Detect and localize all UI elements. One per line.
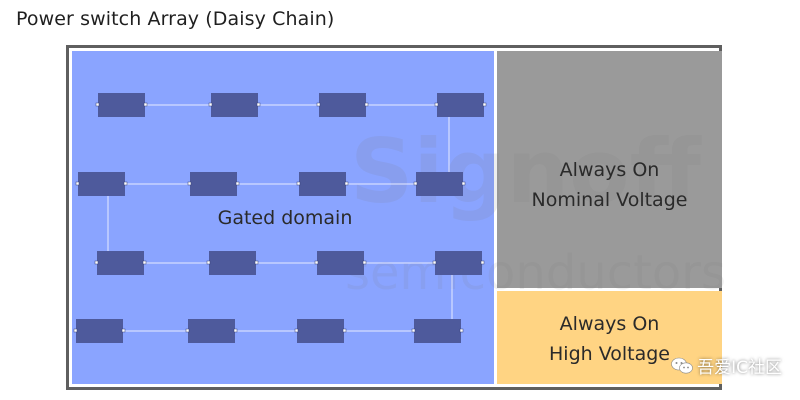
- switch-pin-in: [411, 328, 416, 333]
- power-switch-cell: [435, 251, 482, 275]
- switch-pin-out: [142, 260, 147, 265]
- switch-pin-in: [95, 102, 100, 107]
- power-switch-cell: [299, 172, 346, 196]
- switch-pin-in: [316, 102, 321, 107]
- power-switch-cell: [190, 172, 237, 196]
- switch-pin-out: [480, 260, 485, 265]
- switch-pin-out: [461, 181, 466, 186]
- power-switch-cell: [188, 319, 235, 343]
- power-switch-cell: [98, 93, 145, 117]
- switch-pin-in: [294, 328, 299, 333]
- switch-pin-out: [123, 181, 128, 186]
- wechat-icon: [671, 357, 693, 375]
- watermark-badge: 吾爱IC社区: [671, 353, 782, 378]
- nominal-label-line1: Always On: [559, 159, 660, 181]
- switch-pin-out: [344, 181, 349, 186]
- power-switch-cell: [319, 93, 366, 117]
- switch-pin-in: [73, 328, 78, 333]
- switch-pin-out: [459, 328, 464, 333]
- power-switch-cell: [97, 251, 144, 275]
- switch-pin-in: [413, 181, 418, 186]
- switch-pin-in: [94, 260, 99, 265]
- power-switch-cell: [209, 251, 256, 275]
- power-switch-cell: [437, 93, 484, 117]
- always-on-nominal-region: [497, 51, 722, 288]
- power-switch-cell: [317, 251, 364, 275]
- switch-pin-out: [254, 260, 259, 265]
- switch-pin-in: [75, 181, 80, 186]
- switch-pin-in: [296, 181, 301, 186]
- switch-pin-in: [187, 181, 192, 186]
- high-voltage-region-label: Always On High Voltage: [497, 309, 722, 369]
- switch-pin-out: [143, 102, 148, 107]
- power-switch-cell: [297, 319, 344, 343]
- switch-pin-in: [206, 260, 211, 265]
- switch-pin-out: [362, 260, 367, 265]
- switch-pin-out: [364, 102, 369, 107]
- watermark-text: 吾爱IC社区: [697, 358, 782, 378]
- switch-pin-in: [432, 260, 437, 265]
- switch-pin-in: [314, 260, 319, 265]
- power-switch-cell: [211, 93, 258, 117]
- power-switch-cell: [78, 172, 125, 196]
- switch-pin-out: [256, 102, 261, 107]
- switch-pin-out: [121, 328, 126, 333]
- power-switch-cell: [414, 319, 461, 343]
- high-label-line2: High Voltage: [549, 343, 670, 365]
- high-label-line1: Always On: [559, 313, 660, 335]
- switch-pin-out: [482, 102, 487, 107]
- diagram-title: Power switch Array (Daisy Chain): [16, 8, 335, 30]
- nominal-region-label: Always On Nominal Voltage: [497, 155, 722, 215]
- switch-pin-in: [208, 102, 213, 107]
- switch-pin-out: [233, 328, 238, 333]
- switch-pin-out: [342, 328, 347, 333]
- nominal-label-line2: Nominal Voltage: [531, 189, 688, 211]
- gated-domain-label: Gated domain: [190, 203, 380, 233]
- gated-domain-label-text: Gated domain: [217, 207, 353, 229]
- switch-pin-in: [434, 102, 439, 107]
- switch-pin-out: [235, 181, 240, 186]
- power-switch-cell: [76, 319, 123, 343]
- switch-pin-in: [185, 328, 190, 333]
- power-switch-cell: [416, 172, 463, 196]
